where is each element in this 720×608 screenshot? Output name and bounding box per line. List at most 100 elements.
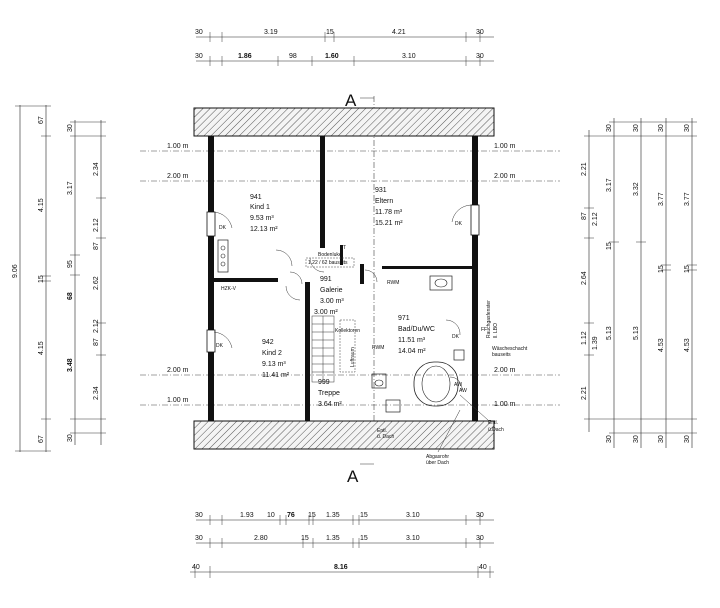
section-marker-top: A — [345, 91, 357, 110]
dim-label: 40 — [192, 564, 200, 571]
dim-label: 30 — [606, 435, 613, 443]
room-volume: 9.53 m³ — [250, 215, 274, 222]
right-dimension-chains: 2.21 87 2.12 2.64 1.12 1.39 2.21 30 3.17… — [581, 118, 697, 448]
height-label: 1.00 m — [167, 397, 189, 404]
dim-label: 98 — [289, 53, 297, 60]
room-area: 3.64 m² — [318, 401, 342, 408]
height-label: 2.00 m — [494, 173, 516, 180]
dim-label: 1.93 — [240, 512, 254, 519]
dim-label: 2.21 — [581, 162, 588, 176]
height-label: 2.00 m — [494, 367, 516, 374]
dim-label: 30 — [195, 512, 203, 519]
dim-label: 2.34 — [93, 162, 100, 176]
room-treppe: 999 Treppe 3.64 m² — [318, 379, 342, 408]
bodenluke-sub-label: 1.22 / 62 bauseits — [308, 260, 348, 266]
shaft-icon — [453, 349, 465, 361]
rauchfenster-label: Rauchgasfenster — [486, 300, 492, 338]
bottom-dimension-chain-3: 40 8.16 40 — [190, 564, 494, 578]
dim-label: 30 — [476, 512, 484, 519]
aw-label: AW — [459, 388, 467, 394]
walls — [208, 136, 478, 421]
height-lines: 1.00 m 2.00 m 2.00 m 1.00 m 1.00 m 2.00 … — [140, 143, 560, 408]
dim-label: 15 — [684, 265, 691, 273]
bauseits-label: bauseits — [492, 352, 511, 358]
toilet-icon — [371, 373, 387, 389]
dim-label: 87 — [93, 242, 100, 250]
room-name: Kind 2 — [262, 350, 282, 357]
dim-label: 3.10 — [402, 53, 416, 60]
ueber-dach-label: über Dach — [426, 460, 449, 466]
luftraum-label: Luftraum — [350, 347, 356, 367]
dim-label: 3.32 — [633, 182, 640, 196]
dim-label: 30 — [684, 435, 691, 443]
room-number: 941 — [250, 194, 262, 201]
dim-label: 30 — [658, 124, 665, 132]
dim-label: 95 — [67, 260, 74, 268]
room-name: Galerie — [320, 287, 343, 294]
dim-label: 2.62 — [93, 276, 100, 290]
dim-label: 1.35 — [326, 512, 340, 519]
dim-label: 30 — [476, 53, 484, 60]
section-marker-bottom: A — [347, 467, 359, 486]
dim-label: 67 — [38, 116, 45, 124]
room-name: Eltern — [375, 198, 393, 205]
dim-label: 3.10 — [406, 512, 420, 519]
bodenluke-label: Bodenluke — [318, 252, 342, 258]
room-number: 931 — [375, 187, 387, 194]
top-dimension-chain-1: 30 3.19 15 4.21 30 — [195, 29, 494, 42]
dim-label: 30 — [658, 435, 665, 443]
sink-icon — [429, 275, 453, 291]
ueber-dach-label: ü. Dach — [377, 434, 394, 440]
room-area: 12.13 m² — [250, 226, 278, 233]
dk-label: DK — [452, 334, 460, 340]
room-number: 971 — [398, 315, 410, 322]
room-area: 14.04 m² — [398, 348, 426, 355]
dim-label: 2.12 — [93, 319, 100, 333]
height-label: 2.00 m — [167, 367, 189, 374]
dim-label: 3.77 — [684, 192, 691, 206]
rwm-label: RWM — [387, 280, 399, 286]
rwm-label: RWM — [372, 345, 384, 351]
height-label: 1.00 m — [494, 143, 516, 150]
dim-label: 15 — [360, 535, 368, 542]
waschschacht-label: Wäscheschacht — [492, 346, 528, 352]
dim-label: 30 — [633, 435, 640, 443]
room-number: 991 — [320, 276, 332, 283]
radiator-icon — [217, 239, 229, 273]
dim-label: 3.10 — [406, 535, 420, 542]
ueber-dach-label: ü.Dach — [488, 427, 504, 433]
left-dimension-chains: 9.06 67 4.15 15 4.15 67 30 3.17 95 68 3.… — [12, 105, 106, 452]
dim-label: 5.13 — [606, 326, 613, 340]
room-area: 11.41 m² — [262, 372, 290, 379]
dim-label: 5.13 — [633, 326, 640, 340]
room-area: 3.00 m² — [314, 309, 338, 316]
room-bad: 971 Bad/Du/WC 11.51 m³ 14.04 m² — [398, 315, 435, 355]
dim-label: 30 — [195, 29, 203, 36]
dim-label: 30 — [606, 124, 613, 132]
tt-label: TT — [340, 245, 346, 251]
dim-label: 30 — [67, 124, 74, 132]
ff-label: FF — [481, 327, 487, 333]
dim-label: 2.21 — [581, 386, 588, 400]
dim-label: 15 — [606, 242, 613, 250]
dim-label: 4.15 — [38, 198, 45, 212]
room-volume: 3.00 m³ — [320, 298, 344, 305]
entl-label: Entl. — [488, 420, 498, 426]
kollektoren-label: Kollektoren — [335, 328, 360, 334]
dim-label: 30 — [476, 29, 484, 36]
dim-label: 1.60 — [325, 53, 339, 60]
dim-label: 3.48 — [67, 358, 74, 372]
dim-label: 1.12 — [581, 331, 588, 345]
dim-label: 87 — [581, 212, 588, 220]
aw-label: AW — [454, 382, 462, 388]
room-area: 15.21 m² — [375, 220, 403, 227]
dim-label: 15 — [301, 535, 309, 542]
room-volume: 11.78 m³ — [375, 209, 403, 216]
height-label: 2.00 m — [167, 173, 189, 180]
dim-label: 30 — [476, 535, 484, 542]
top-dimension-chain-2: 30 1.86 98 1.60 3.10 30 — [195, 53, 494, 66]
dim-label: 30 — [195, 535, 203, 542]
dk-label: DK — [216, 343, 224, 349]
bathtub-icon — [413, 361, 459, 407]
